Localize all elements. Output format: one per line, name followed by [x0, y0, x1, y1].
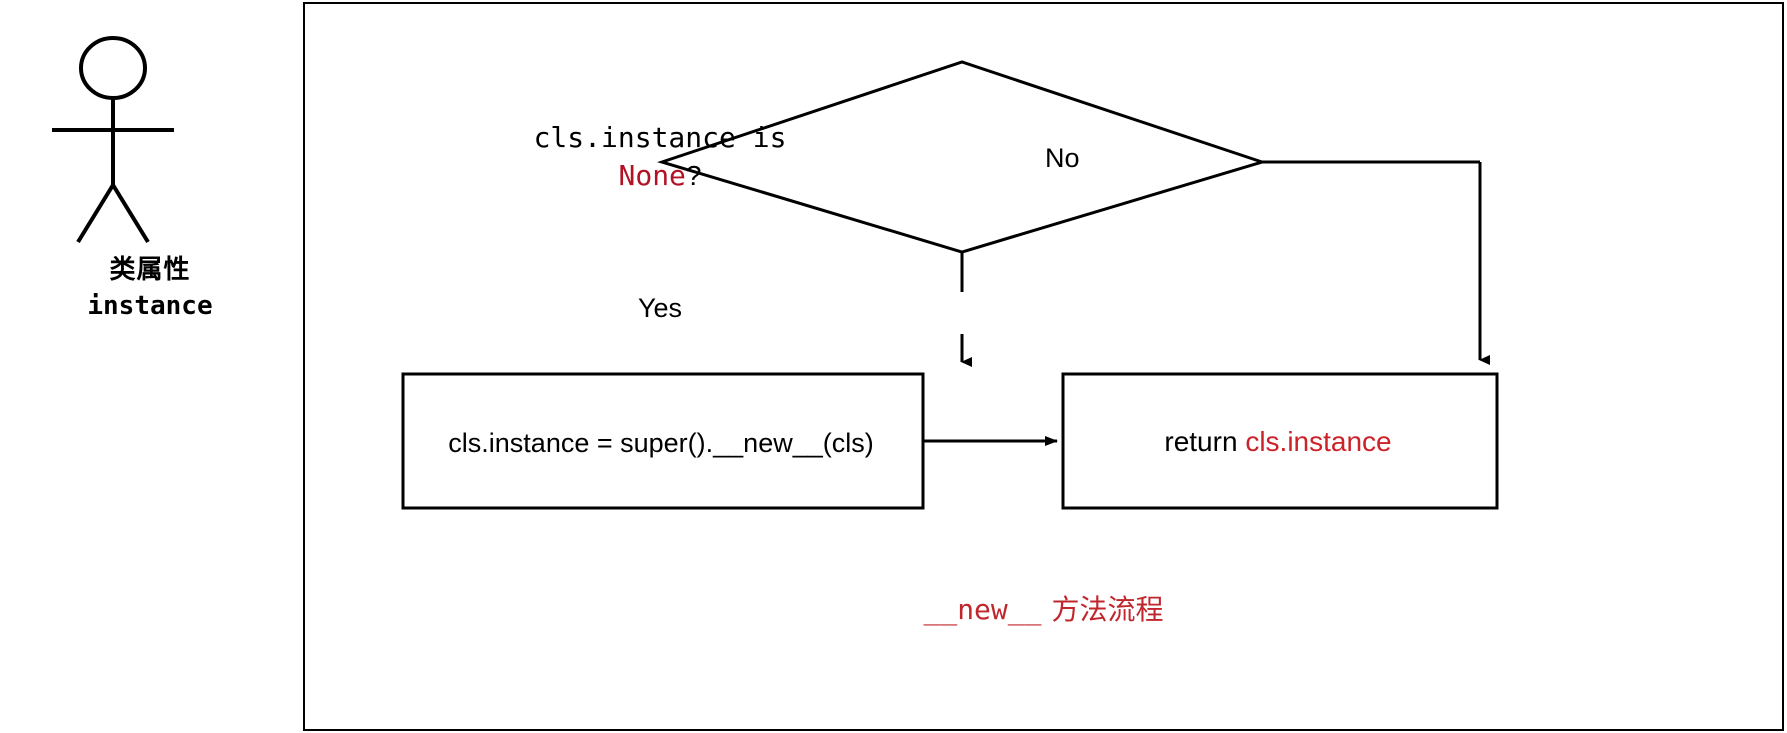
decision-label: cls.instance is None? [440, 120, 880, 194]
decision-text-line2: None? [440, 158, 880, 194]
edge-label-no: No [1036, 143, 1089, 174]
actor-caption-cn: 类属性 [109, 255, 191, 285]
actor-caption: 类属性 instance [0, 255, 300, 322]
flowchart-graphics [401, 60, 1499, 510]
return-value: cls.instance [1245, 426, 1392, 457]
flowchart-caption: __new__ 方法流程 [303, 588, 1784, 628]
process-box [401, 372, 925, 510]
return-keyword: return [1164, 426, 1246, 457]
return-box-label: return cls.instance [1063, 426, 1493, 458]
caption-cn-part: 方法流程 [1051, 593, 1164, 626]
decision-keyword-none: None [618, 158, 686, 192]
flowchart-frame [303, 2, 1784, 731]
process-box-label: cls.instance = super().__new__(cls) [448, 428, 874, 458]
edge-label-yes: Yes [630, 293, 691, 324]
actor-caption-mono: instance [87, 290, 213, 321]
actor-group: 类属性 instance [0, 0, 300, 400]
stick-figure-actor-icon [52, 36, 174, 244]
decision-question-mark: ? [685, 159, 702, 191]
return-box [1061, 372, 1499, 510]
decision-text-line1: cls.instance is [533, 121, 787, 154]
caption-mono-part: __new__ [923, 593, 1042, 626]
